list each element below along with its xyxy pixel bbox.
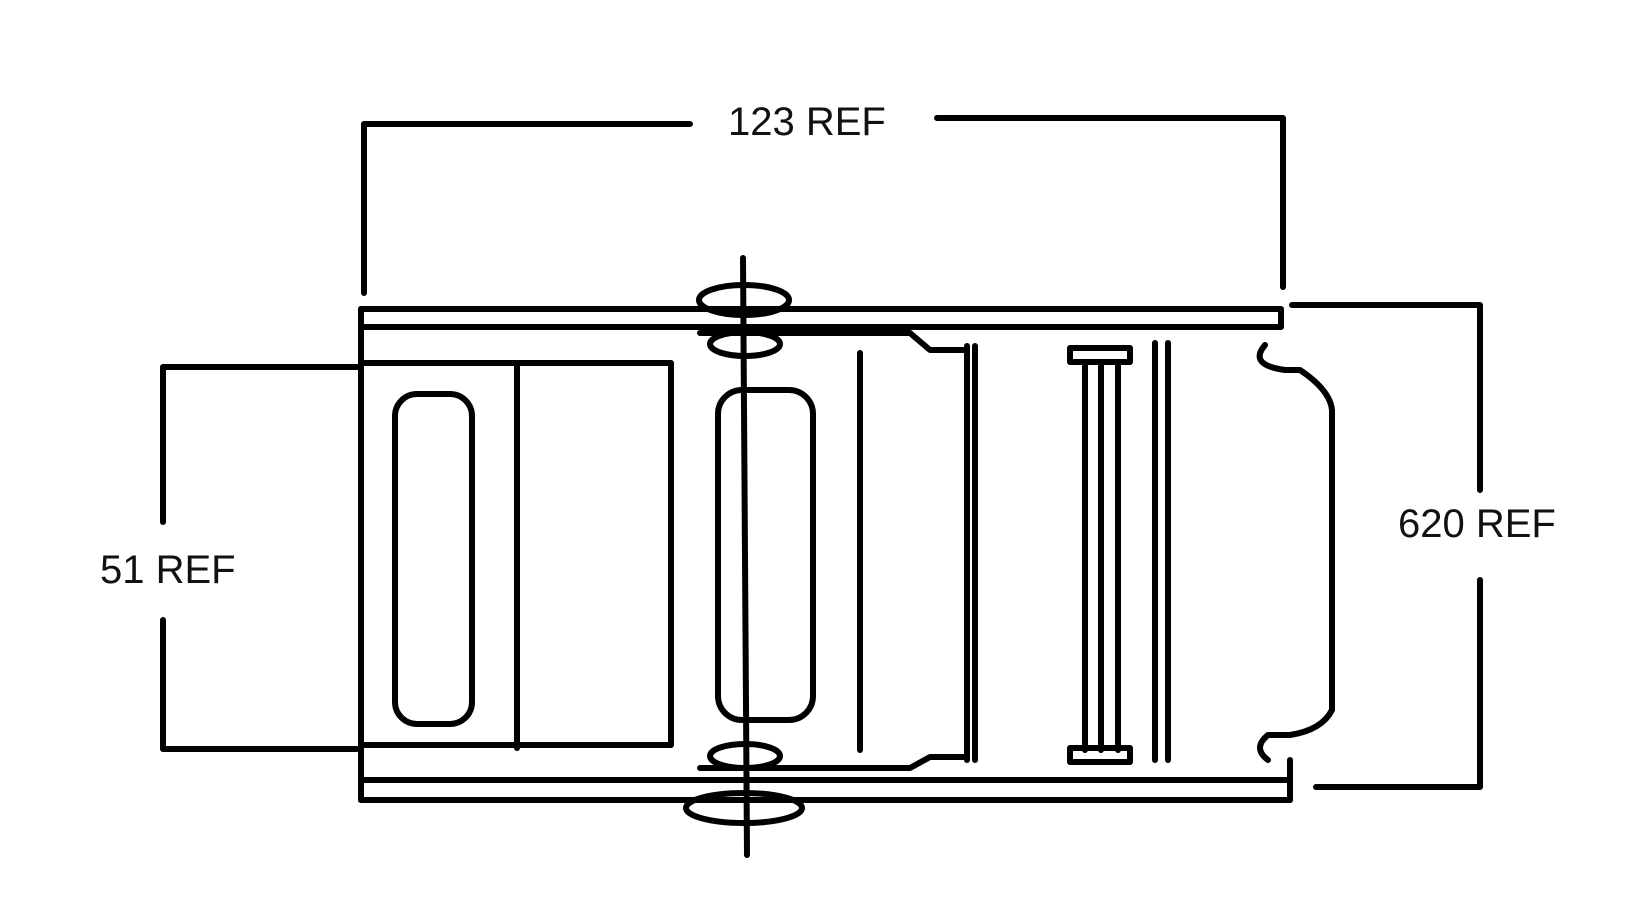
overall-height-dimension	[1289, 302, 1483, 790]
strap-anchor-plate	[358, 360, 674, 751]
ratchet-handle	[697, 330, 1171, 771]
frame-rails	[358, 306, 1293, 803]
pivot-slot	[715, 387, 816, 723]
overall-height-label: 620 REF	[1398, 502, 1556, 546]
overall-width-dimension	[361, 115, 1286, 296]
strap-width-dimension	[160, 364, 360, 752]
overall-width-label: 123 REF	[728, 100, 886, 144]
release-lever	[1256, 342, 1335, 763]
strap-width-label: 51 REF	[100, 548, 236, 592]
